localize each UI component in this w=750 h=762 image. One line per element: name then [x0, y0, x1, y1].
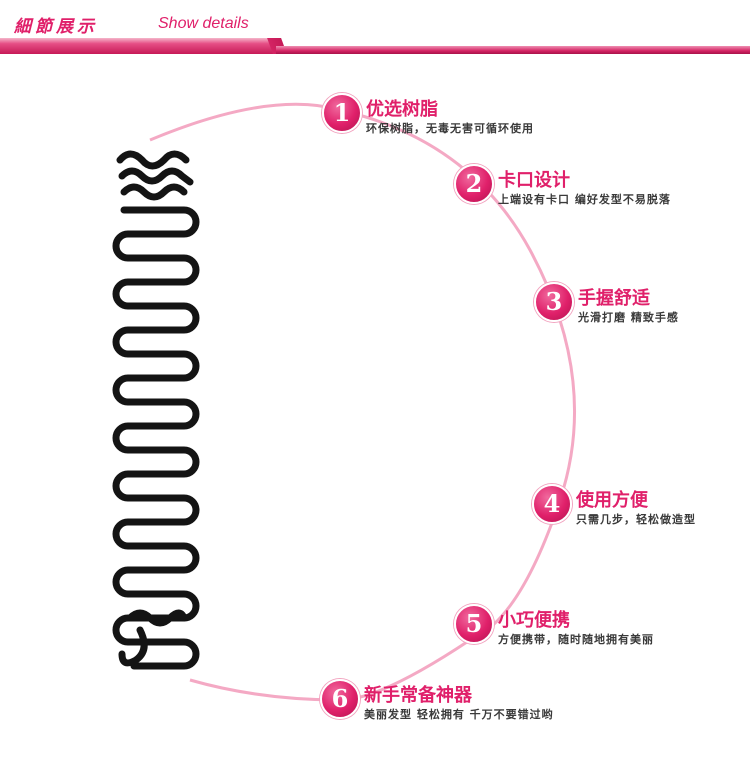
feature-title: 新手常备神器 — [364, 685, 472, 706]
feature-description: 美丽发型 轻松拥有 千万不要错过哟 — [364, 708, 554, 721]
section-title-chinese: 細節展示 — [14, 17, 98, 37]
feature-number-badge: 2 — [454, 164, 494, 204]
feature-number-badge: 6 — [320, 679, 360, 719]
feature-description: 上端设有卡口 编好发型不易脱落 — [498, 193, 671, 206]
feature-title: 卡口设计 — [498, 170, 570, 191]
feature-number-badge: 4 — [532, 484, 572, 524]
header-underline-left — [0, 38, 276, 54]
feature-title: 优选树脂 — [366, 99, 438, 120]
feature-description: 环保树脂，无毒无害可循环使用 — [366, 122, 534, 135]
feature-number-badge: 3 — [534, 282, 574, 322]
feature-description: 方便携带，随时随地拥有美丽 — [498, 633, 654, 646]
hair-braid-tool-icon — [112, 150, 200, 670]
feature-title: 使用方便 — [576, 490, 648, 511]
feature-title: 手握舒适 — [578, 288, 650, 309]
feature-title: 小巧便携 — [498, 610, 570, 631]
feature-number-badge: 1 — [322, 93, 362, 133]
feature-description: 只需几步，轻松做造型 — [576, 513, 696, 526]
section-title-english: Show details — [158, 15, 249, 32]
feature-number-badge: 5 — [454, 604, 494, 644]
header-underline-right — [276, 46, 750, 54]
feature-description: 光滑打磨 精致手感 — [578, 311, 679, 324]
section-header: 細節展示 Show details — [0, 0, 750, 58]
